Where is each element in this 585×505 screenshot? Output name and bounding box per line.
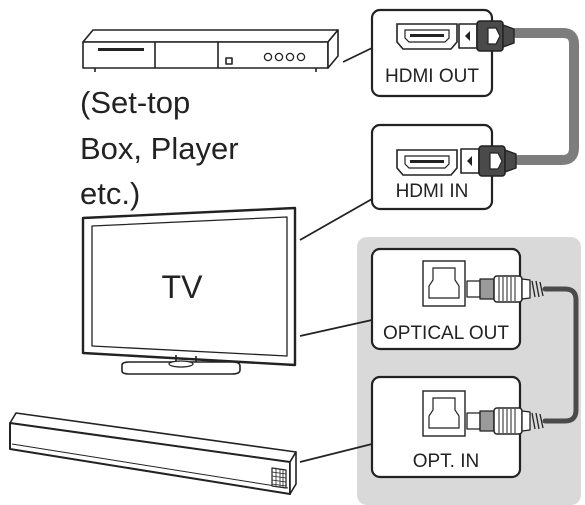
hdmi-in-port-box: HDMI IN bbox=[370, 123, 494, 211]
player-buttons bbox=[263, 52, 306, 62]
optical-in-port-box: OPT. IN bbox=[370, 375, 522, 479]
hdmi-out-label: HDMI OUT bbox=[385, 66, 479, 87]
hdmi-out-port-icon bbox=[396, 23, 458, 50]
hdmi-out-plug bbox=[458, 20, 515, 52]
optical-out-plug bbox=[466, 275, 544, 303]
source-caption-line-1: (Set-top bbox=[80, 85, 190, 120]
hdmi-in-plug bbox=[460, 145, 517, 177]
source-caption-line-3: etc.) bbox=[80, 176, 140, 211]
pointer-lines bbox=[299, 47, 373, 463]
optical-cable bbox=[542, 286, 579, 424]
hdmi-cable bbox=[511, 28, 579, 165]
hdmi-in-port-icon bbox=[396, 149, 458, 176]
optical-in-port-icon bbox=[422, 390, 466, 437]
optical-in-label: OPT. IN bbox=[413, 451, 480, 472]
optical-in-plug bbox=[466, 407, 544, 435]
hdmi-out-port-box: HDMI OUT bbox=[370, 8, 494, 98]
set-top-box-icon bbox=[82, 29, 339, 72]
sound-bar-icon bbox=[9, 412, 297, 495]
hdmi-in-label: HDMI IN bbox=[396, 181, 469, 202]
tv-icon bbox=[81, 206, 297, 375]
tv-label: TV bbox=[162, 269, 204, 305]
optical-out-port-icon bbox=[422, 260, 466, 307]
optical-out-label: OPTICAL OUT bbox=[383, 323, 509, 344]
source-caption-line-2: Box, Player bbox=[80, 131, 239, 166]
